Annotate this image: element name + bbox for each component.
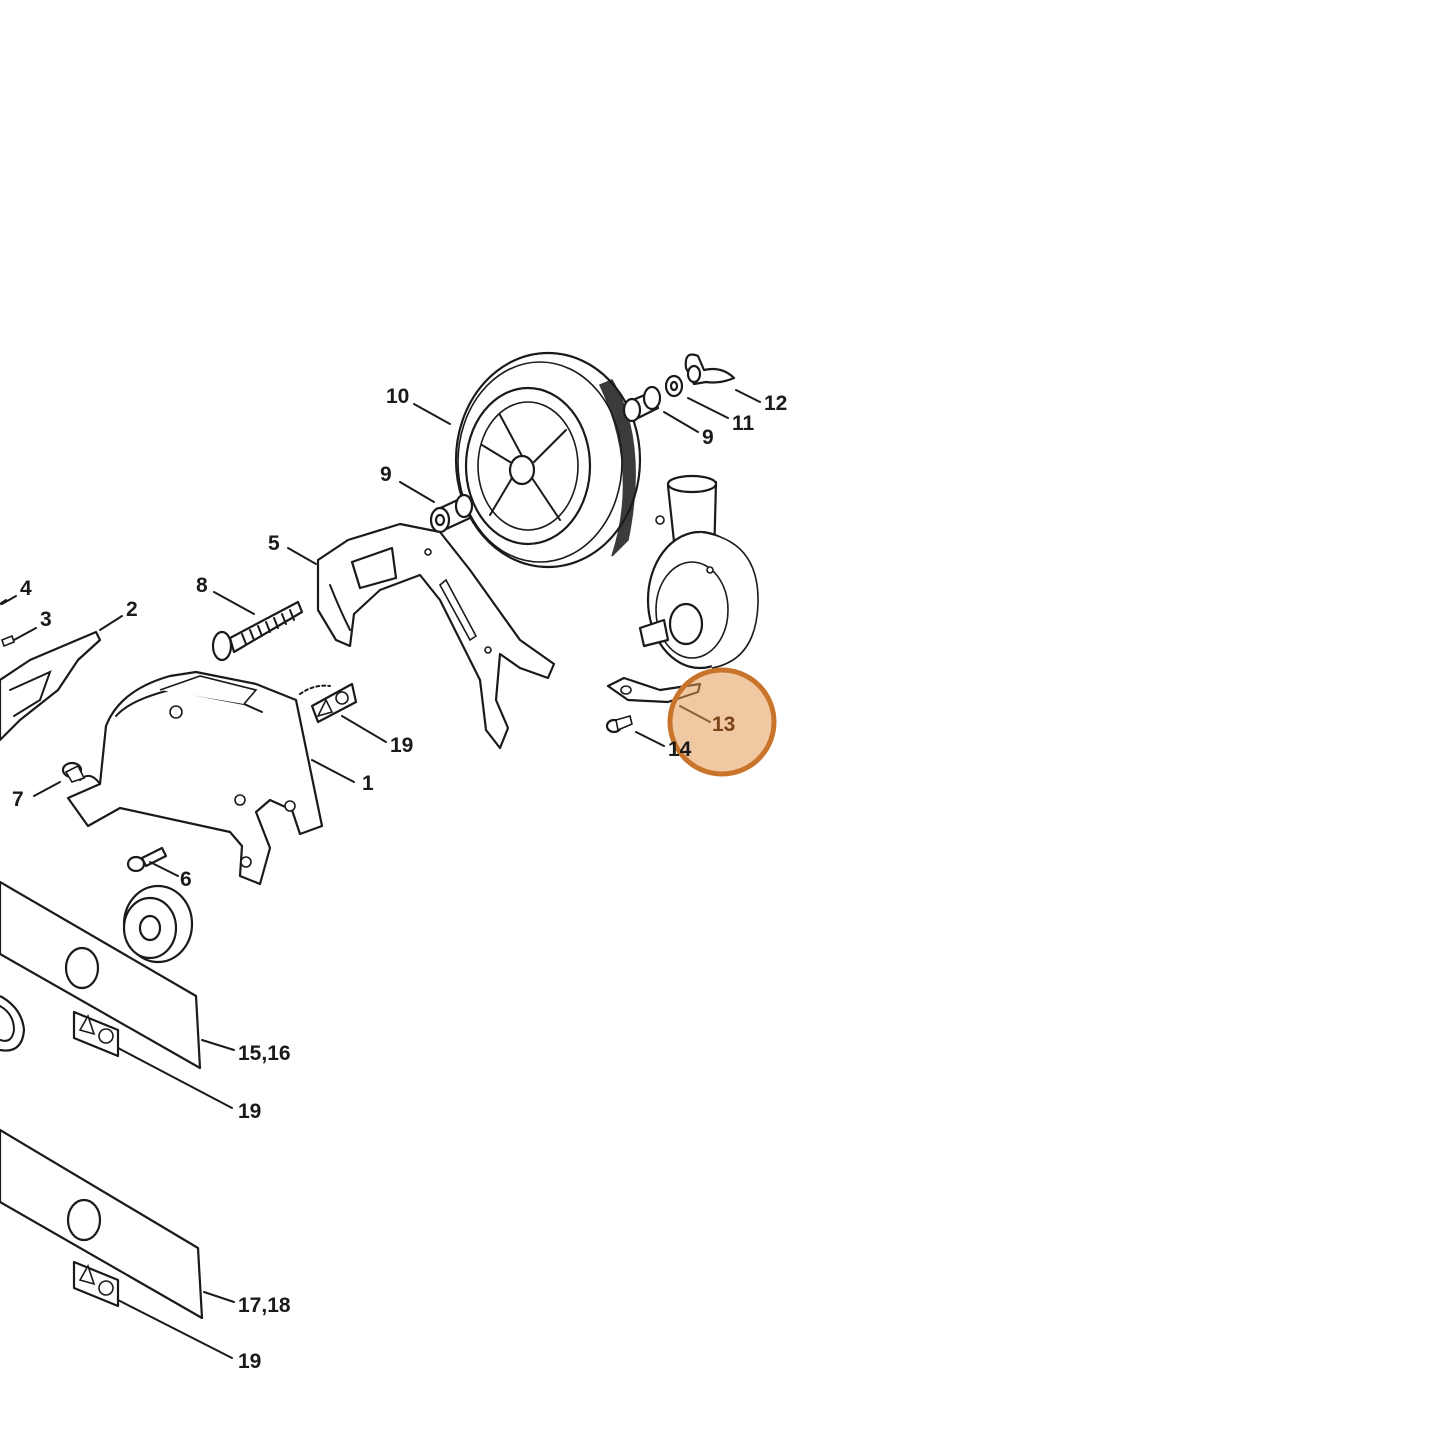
label-19-decal-guard: 19 [390, 734, 413, 757]
label-1: 1 [362, 772, 374, 795]
label-4: 4 [20, 577, 32, 600]
label-9-lower: 9 [380, 463, 392, 486]
label-13: 13 [712, 713, 735, 736]
label-11: 11 [732, 412, 755, 435]
label-14: 14 [668, 738, 692, 761]
screw-part-6[interactable] [126, 846, 168, 873]
warning-decal-19a[interactable] [299, 682, 358, 724]
screw-part-7[interactable] [61, 761, 86, 783]
highlight-circle [667, 667, 777, 777]
deflector-part-2[interactable] [0, 630, 102, 742]
label-10: 10 [386, 385, 409, 408]
bushing-part-9-upper[interactable] [622, 385, 662, 423]
blade-part-17-18[interactable] [0, 1128, 204, 1320]
label-7: 7 [12, 788, 24, 811]
label-5: 5 [268, 532, 280, 555]
gear-housing[interactable] [638, 474, 759, 670]
part-4[interactable] [0, 599, 7, 605]
bracket-part-5[interactable] [316, 522, 556, 750]
label-15-16: 15,16 [238, 1042, 291, 1065]
label-19-decal-blade-2: 19 [238, 1350, 261, 1373]
screw-part-14[interactable] [605, 715, 633, 734]
label-19-decal-blade-1: 19 [238, 1100, 261, 1123]
warning-decal-19c[interactable] [72, 1260, 120, 1308]
label-12: 12 [764, 392, 787, 415]
wing-nut-part-12[interactable] [684, 353, 736, 386]
part-labels: 1 2 3 4 5 6 7 8 9 9 10 11 12 13 14 15,16… [12, 385, 787, 1373]
screw-part-3[interactable] [1, 634, 15, 648]
label-3: 3 [40, 608, 52, 631]
washer-part-11[interactable] [664, 374, 684, 398]
blade-part-15-16[interactable] [0, 880, 202, 1070]
label-17-18: 17,18 [238, 1294, 291, 1317]
guard-part-1[interactable] [66, 670, 324, 886]
label-9-upper: 9 [702, 426, 714, 449]
warning-decal-19b[interactable] [72, 1010, 120, 1058]
collar-flange[interactable] [122, 884, 194, 964]
wheel-part-10[interactable] [454, 351, 642, 569]
bushing-part-9-lower[interactable] [429, 493, 474, 534]
label-2: 2 [126, 598, 138, 621]
label-6: 6 [180, 868, 192, 891]
bolt-part-8[interactable] [211, 600, 304, 662]
label-8: 8 [196, 574, 208, 597]
